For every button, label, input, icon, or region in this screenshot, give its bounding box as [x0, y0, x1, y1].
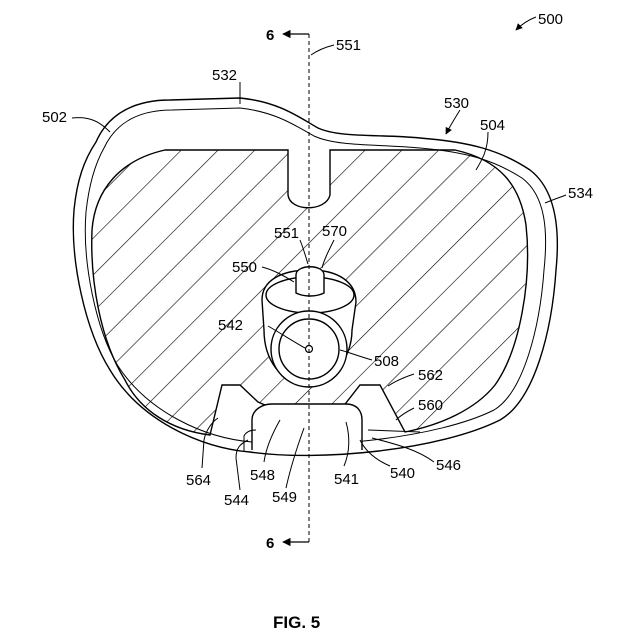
label-562: 562: [418, 367, 443, 384]
leader-502: [72, 118, 110, 132]
leader-551a: [311, 45, 334, 55]
label-548: 548: [250, 467, 275, 484]
label-570: 570: [322, 223, 347, 240]
label-541: 541: [334, 471, 359, 488]
section-mark-top: 6: [266, 27, 274, 44]
leader-544: [236, 440, 248, 490]
label-500: 500: [538, 11, 563, 28]
pin: [296, 267, 324, 296]
label-564: 564: [186, 472, 211, 489]
figure-caption: FIG. 5: [273, 613, 320, 632]
label-551-mid: 551: [274, 225, 299, 242]
label-530: 530: [444, 95, 469, 112]
label-560: 560: [418, 397, 443, 414]
label-508: 508: [374, 353, 399, 370]
label-534: 534: [568, 185, 593, 202]
label-502: 502: [42, 109, 67, 126]
leader-530: [446, 110, 460, 134]
label-546: 546: [436, 457, 461, 474]
leader-500: [516, 17, 536, 30]
label-550: 550: [232, 259, 257, 276]
leader-534: [545, 195, 566, 203]
label-551-top: 551: [336, 37, 361, 54]
label-549: 549: [272, 489, 297, 506]
label-504: 504: [480, 117, 505, 134]
label-532: 532: [212, 67, 237, 84]
section-mark-bottom: 6: [266, 535, 274, 552]
label-542: 542: [218, 317, 243, 334]
label-544: 544: [224, 492, 249, 509]
label-540: 540: [390, 465, 415, 482]
